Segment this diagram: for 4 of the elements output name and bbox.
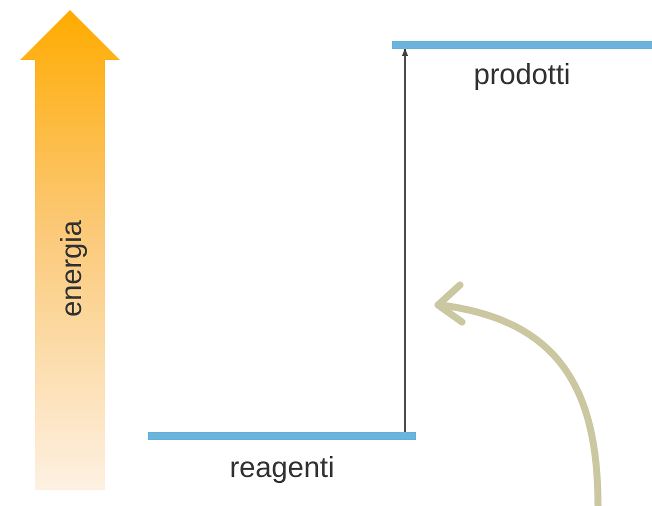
axis-label: energia	[55, 220, 88, 316]
arrow	[402, 48, 408, 432]
level-label: reagenti	[228, 452, 336, 485]
level-label: prodotti	[472, 59, 572, 92]
